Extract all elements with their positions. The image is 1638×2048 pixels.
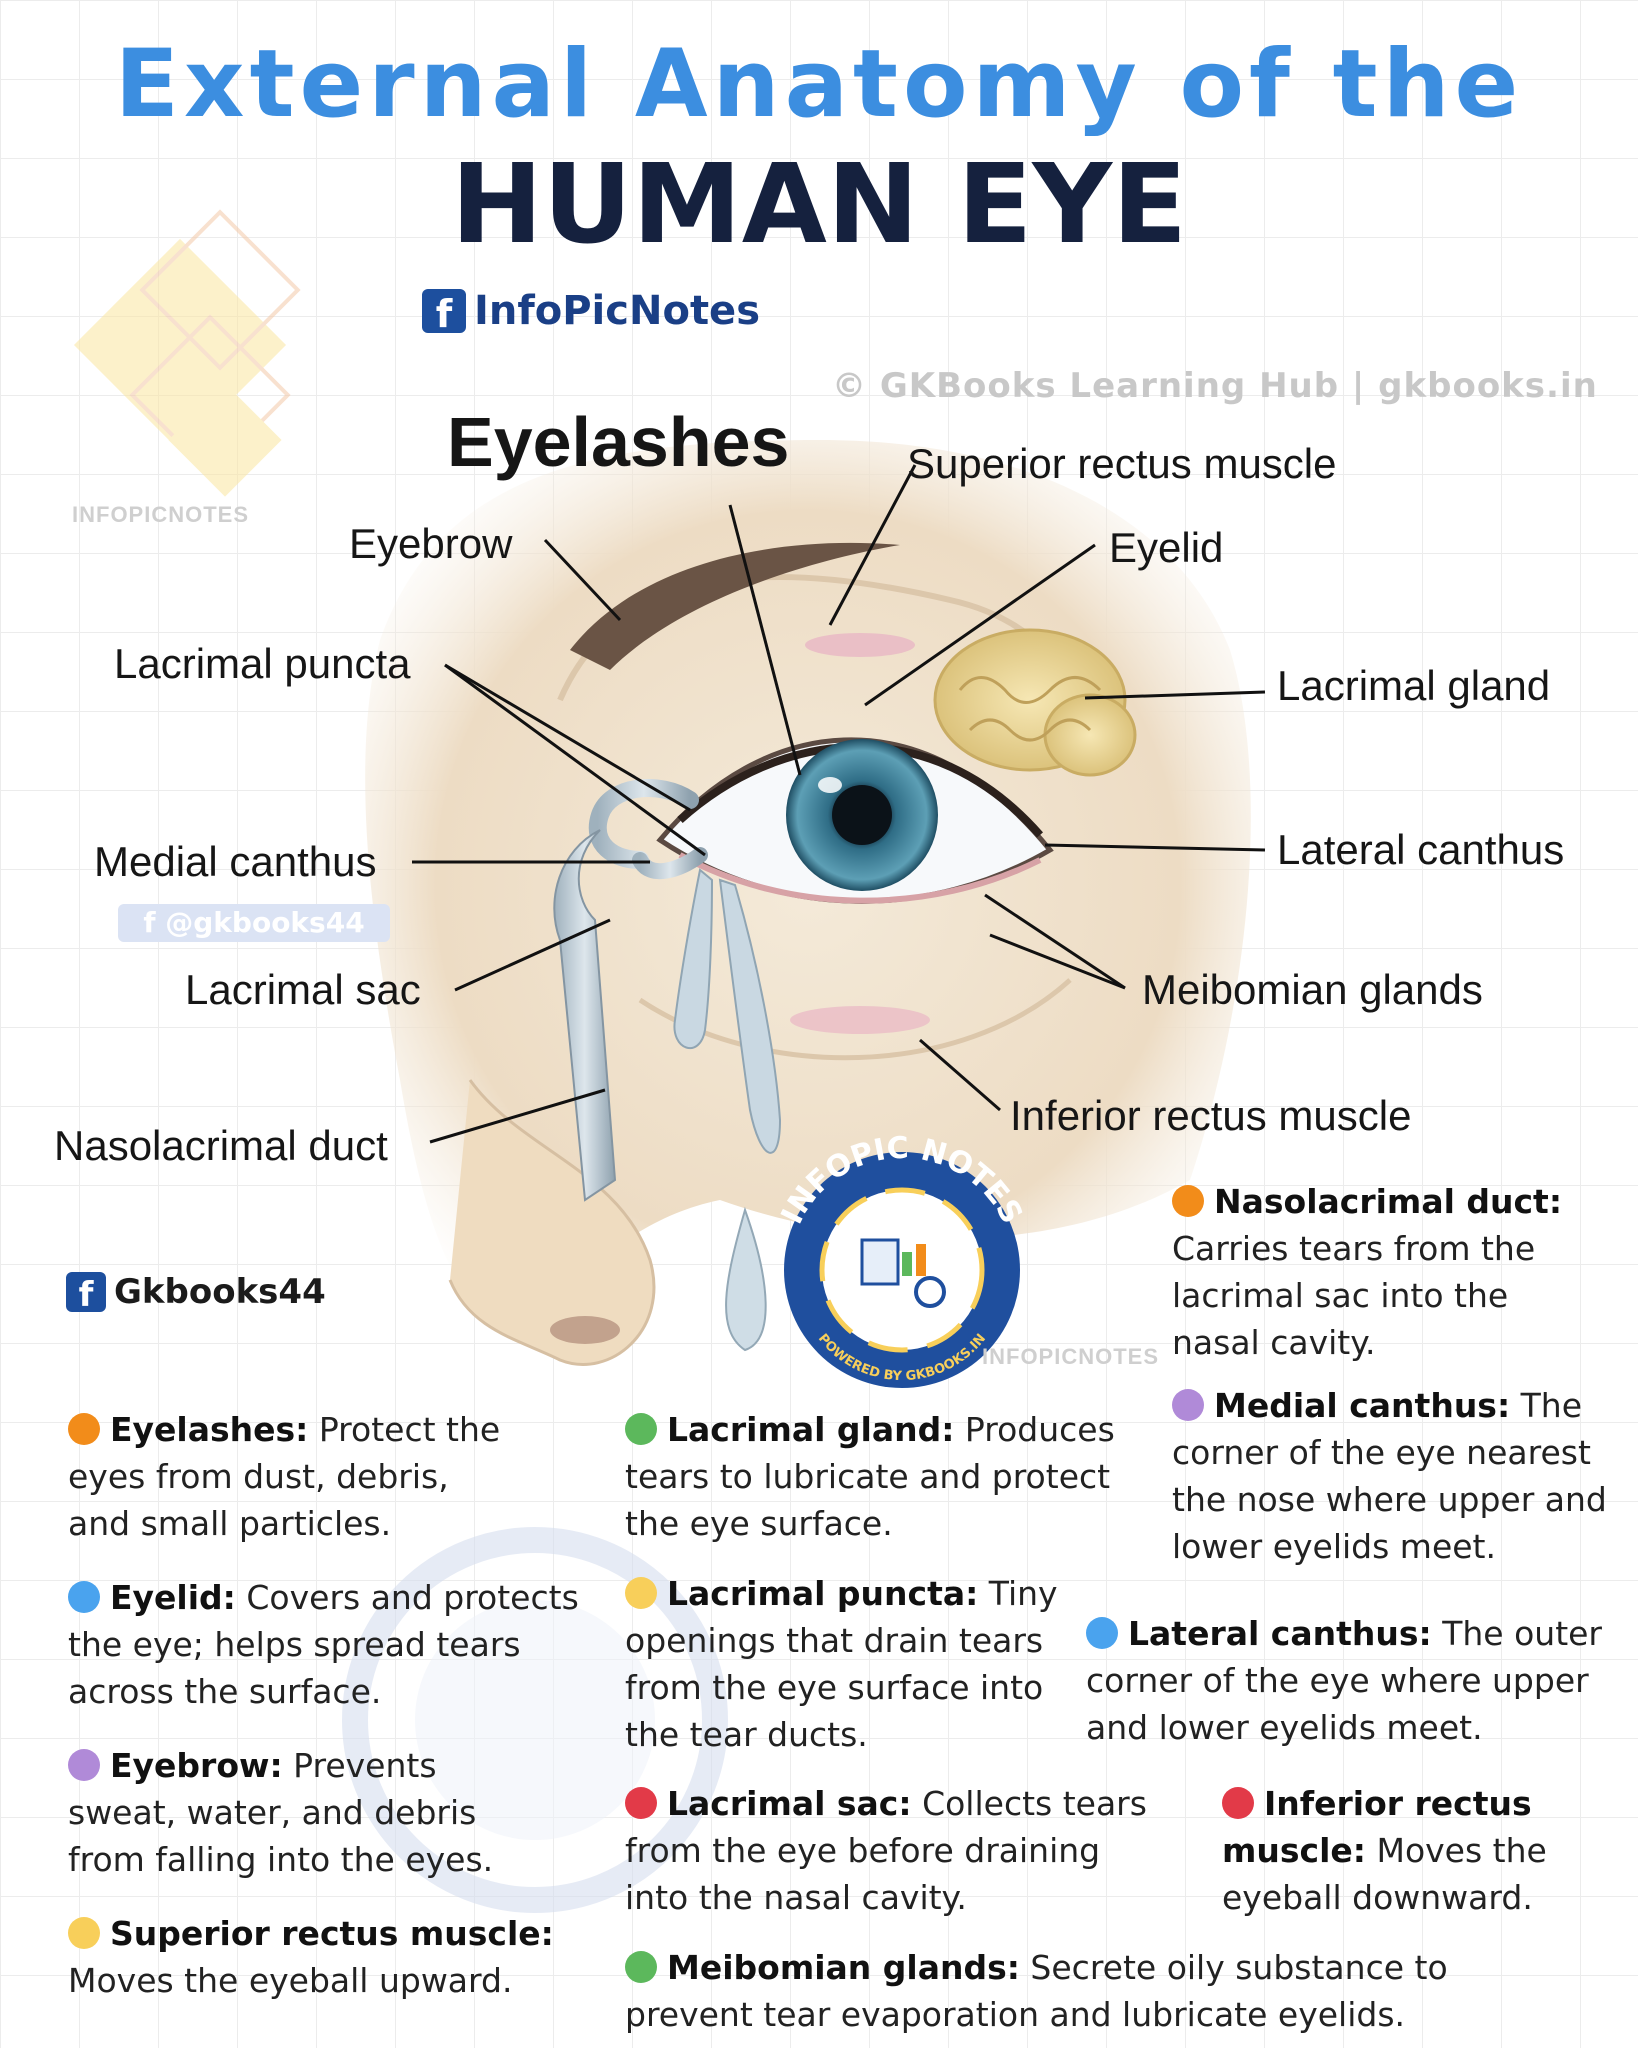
label-eyebrow: Eyebrow	[349, 520, 513, 567]
label-lacrimal-gland: Lacrimal gland	[1277, 662, 1551, 709]
bullet-dot	[68, 1413, 100, 1445]
label-eyelashes: Eyelashes	[447, 403, 790, 481]
instagram-icon: f	[143, 906, 166, 939]
bullet-dot	[68, 1749, 100, 1781]
bullet-dot	[1172, 1185, 1204, 1217]
desc-nasolacrimal-duct: Nasolacrimal duct: Carries tears from th…	[1172, 1182, 1563, 1362]
bullet-dot	[625, 1577, 657, 1609]
watermark-text: INFOPICNOTES	[72, 502, 250, 527]
desc-superior-rectus: Superior rectus muscle: Moves the eyebal…	[68, 1914, 554, 2000]
desc-medial-canthus: Medial canthus: The corner of the eye ne…	[1172, 1386, 1607, 1566]
bullet-dot	[1172, 1389, 1204, 1421]
bullet-dot	[68, 1581, 100, 1613]
label-medial-canthus: Medial canthus	[94, 838, 377, 885]
desc-inferior-rectus: Inferior rectus muscle: Moves the eyebal…	[1222, 1784, 1547, 1917]
label-lacrimal-puncta: Lacrimal puncta	[114, 640, 411, 687]
desc-meibomian-glands: Meibomian glands: Secrete oily substance…	[625, 1948, 1448, 2034]
desc-lacrimal-sac: Lacrimal sac: Collects tears from the ey…	[625, 1784, 1147, 1917]
label-inferior-rectus: Inferior rectus muscle	[1010, 1092, 1412, 1139]
desc-lateral-canthus: Lateral canthus: The outer corner of the…	[1086, 1614, 1603, 1747]
bullet-dot	[1086, 1617, 1118, 1649]
desc-eyelashes: Eyelashes: Protect the eyes from dust, d…	[68, 1410, 501, 1543]
facebook-icon: f	[422, 289, 466, 336]
title-line-1: External Anatomy of the	[114, 30, 1524, 139]
title-line-2: HUMAN EYE	[450, 140, 1188, 268]
bullet-dot	[68, 1917, 100, 1949]
instagram-handle[interactable]: f @gkbooks44	[118, 904, 390, 942]
lacrimal-gland-shape	[933, 628, 1137, 777]
label-lacrimal-sac: Lacrimal sac	[185, 966, 421, 1013]
label-eyelid: Eyelid	[1109, 524, 1224, 571]
bullet-dot	[625, 1951, 657, 1983]
desc-lacrimal-gland: Lacrimal gland: Produces tears to lubric…	[625, 1410, 1115, 1543]
label-lateral-canthus: Lateral canthus	[1277, 826, 1565, 873]
bullet-dot	[625, 1413, 657, 1445]
label-meibomian-glands: Meibomian glands	[1142, 966, 1483, 1013]
bullet-dot	[1222, 1787, 1254, 1819]
label-nasolacrimal-duct: Nasolacrimal duct	[54, 1122, 388, 1169]
bullet-dot	[625, 1787, 657, 1819]
facebook-icon: f	[66, 1271, 106, 1315]
copyright-text: © GKBooks Learning Hub | gkbooks.in	[832, 366, 1598, 406]
desc-lacrimal-puncta: Lacrimal puncta: Tiny openings that drai…	[625, 1574, 1058, 1754]
desc-eyelid: Eyelid: Covers and protects the eye; hel…	[68, 1578, 579, 1711]
label-superior-rectus: Superior rectus muscle	[907, 440, 1337, 487]
watermark-text-2: INFOPICNOTES	[982, 1344, 1160, 1369]
desc-eyebrow: Eyebrow: Prevents sweat, water, and debr…	[68, 1746, 494, 1879]
